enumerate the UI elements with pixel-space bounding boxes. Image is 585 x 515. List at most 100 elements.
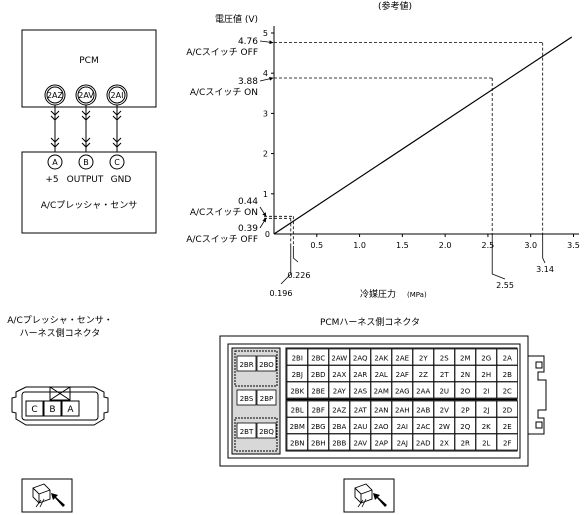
pcm-pin-label: 2AK — [374, 355, 388, 363]
sensor-box — [21, 151, 157, 234]
pcm-pin-label: 2BT — [240, 428, 254, 436]
x-tick-label: 0.5 — [310, 241, 323, 250]
pcm-pin-label: 2BH — [311, 440, 326, 448]
pcm-pin-label: 2AG — [395, 388, 410, 396]
x-value-label: 0.226 — [288, 271, 311, 280]
pcm-pin-label: 2AM — [374, 388, 389, 396]
pcm-pin-label: 2E — [503, 423, 512, 431]
switch-label: A/Cスイッチ OFF — [186, 234, 258, 245]
pcm-pin-label: 2C — [503, 388, 512, 396]
pcm-cavity — [370, 433, 392, 451]
pcm-cavity — [349, 433, 371, 451]
x-value-label: 2.55 — [496, 281, 514, 290]
pcm-cavity — [475, 417, 497, 434]
view-direction-icon — [343, 478, 395, 513]
pcm-pin-label: 2BP — [260, 395, 273, 403]
pcm-cavity — [307, 417, 329, 434]
switch-label: A/Cスイッチ ON — [190, 207, 258, 218]
x-tick-label: 1.5 — [396, 241, 409, 250]
pcm-cavity — [412, 365, 434, 382]
pcm-cavity — [412, 417, 434, 434]
voltage-arrow — [259, 217, 267, 229]
pcm-pin-label: 2BR — [239, 361, 253, 369]
pcm-cavity — [454, 400, 476, 418]
pcm-pin-label: 2AH — [395, 407, 410, 415]
pcm-cavity — [349, 365, 371, 382]
pcm-cavity — [328, 433, 350, 451]
pcm-cavity — [391, 400, 413, 418]
x-leader — [542, 234, 546, 264]
sensor-pin-label: A — [52, 158, 58, 167]
y-tick-label: 1 — [263, 190, 268, 199]
pcm-cavity — [454, 433, 476, 451]
pcm-cavity — [391, 348, 413, 366]
sensor-connector-cavity — [43, 400, 62, 417]
pcm-pin-label: 2J — [483, 407, 490, 415]
pcm-cavity — [286, 417, 308, 434]
sensor-connector-pin: B — [49, 405, 55, 415]
pcm-cavity — [496, 417, 518, 434]
origin-label: 0 — [265, 230, 270, 239]
pcm-pin-label: 2AB — [416, 407, 430, 415]
sensor-connector-view: A/Cプレッシャ・センサ・ ハーネス側コネクタ C B A — [7, 315, 113, 513]
pcm-pin-label: 2AZ — [47, 91, 64, 100]
pcm-cavity — [328, 381, 350, 399]
pcm-pin-label: 2H — [481, 371, 491, 379]
sensor-label: A/Cプレッシャ・センサ — [41, 200, 137, 211]
pcm-connector-latch — [528, 355, 547, 435]
pcm-pin-label: 2BB — [332, 440, 346, 448]
pcm-cavity — [370, 381, 392, 399]
pcm-cavity — [391, 365, 413, 382]
x-tick-label: 2.0 — [439, 241, 452, 250]
pcm-pin-label: 2AI — [111, 91, 124, 100]
voltage-label: 0.39 — [238, 224, 258, 234]
pcm-pin-label: 2AA — [416, 388, 430, 396]
pcm-cavity — [328, 417, 350, 434]
pcm-pin-2av: 2AV — [75, 84, 97, 106]
pcm-cavity — [236, 389, 257, 406]
sensor-connector-pin: C — [31, 405, 37, 415]
pcm-cavity — [236, 422, 257, 439]
pcm-box — [21, 29, 157, 108]
voltage-arrow — [259, 40, 274, 45]
x-axis-label: 冷媒圧力 — [360, 288, 396, 300]
harness-wires — [50, 105, 122, 152]
sensor-pin-c: C — [109, 154, 125, 170]
latch-hole — [535, 421, 543, 429]
pcm-pin-label: 2AN — [374, 407, 388, 415]
pcm-pin-label: 2Z — [419, 371, 428, 379]
pcm-pin-label: 2AS — [353, 388, 367, 396]
pcm-cavity — [454, 348, 476, 366]
pcm-cavity — [454, 365, 476, 382]
pcm-cavity — [286, 348, 308, 366]
pcm-cavity — [433, 348, 455, 366]
pcm-pin-label: 2BE — [311, 388, 325, 396]
pcm-pin-label: 2AX — [332, 371, 346, 379]
sensor-connector-cavity — [25, 400, 44, 417]
pcm-pin-label: 2D — [502, 407, 512, 415]
pcm-pin-label: 2BD — [311, 371, 326, 379]
x-axis-unit: (MPa) — [407, 291, 427, 299]
pcm-pin-label: 2AO — [374, 423, 389, 431]
pcm-pin-label: 2AL — [375, 371, 388, 379]
pcm-cavity — [286, 400, 308, 418]
pcm-cavity — [349, 400, 371, 418]
pcm-cavity — [370, 365, 392, 382]
pcm-pin-label: 2BO — [259, 361, 274, 369]
pcm-connector-inner — [227, 343, 521, 459]
pcm-pin-label: 2P — [461, 407, 470, 415]
pcm-pin-label: 2K — [482, 423, 491, 431]
pcm-cavity — [412, 381, 434, 399]
pcm-cavity — [433, 417, 455, 434]
pcm-pin-2ai: 2AI — [106, 84, 128, 106]
pcm-pin-label: 2AT — [354, 407, 368, 415]
pcm-cavity — [475, 381, 497, 399]
chart-guides — [264, 42, 544, 246]
pcm-pin-label: 2BK — [290, 388, 304, 396]
pcm-pin-label: 2A — [503, 355, 512, 363]
pcm-pin-label: 2B — [503, 371, 512, 379]
sensor-connector-pin: A — [67, 405, 74, 415]
